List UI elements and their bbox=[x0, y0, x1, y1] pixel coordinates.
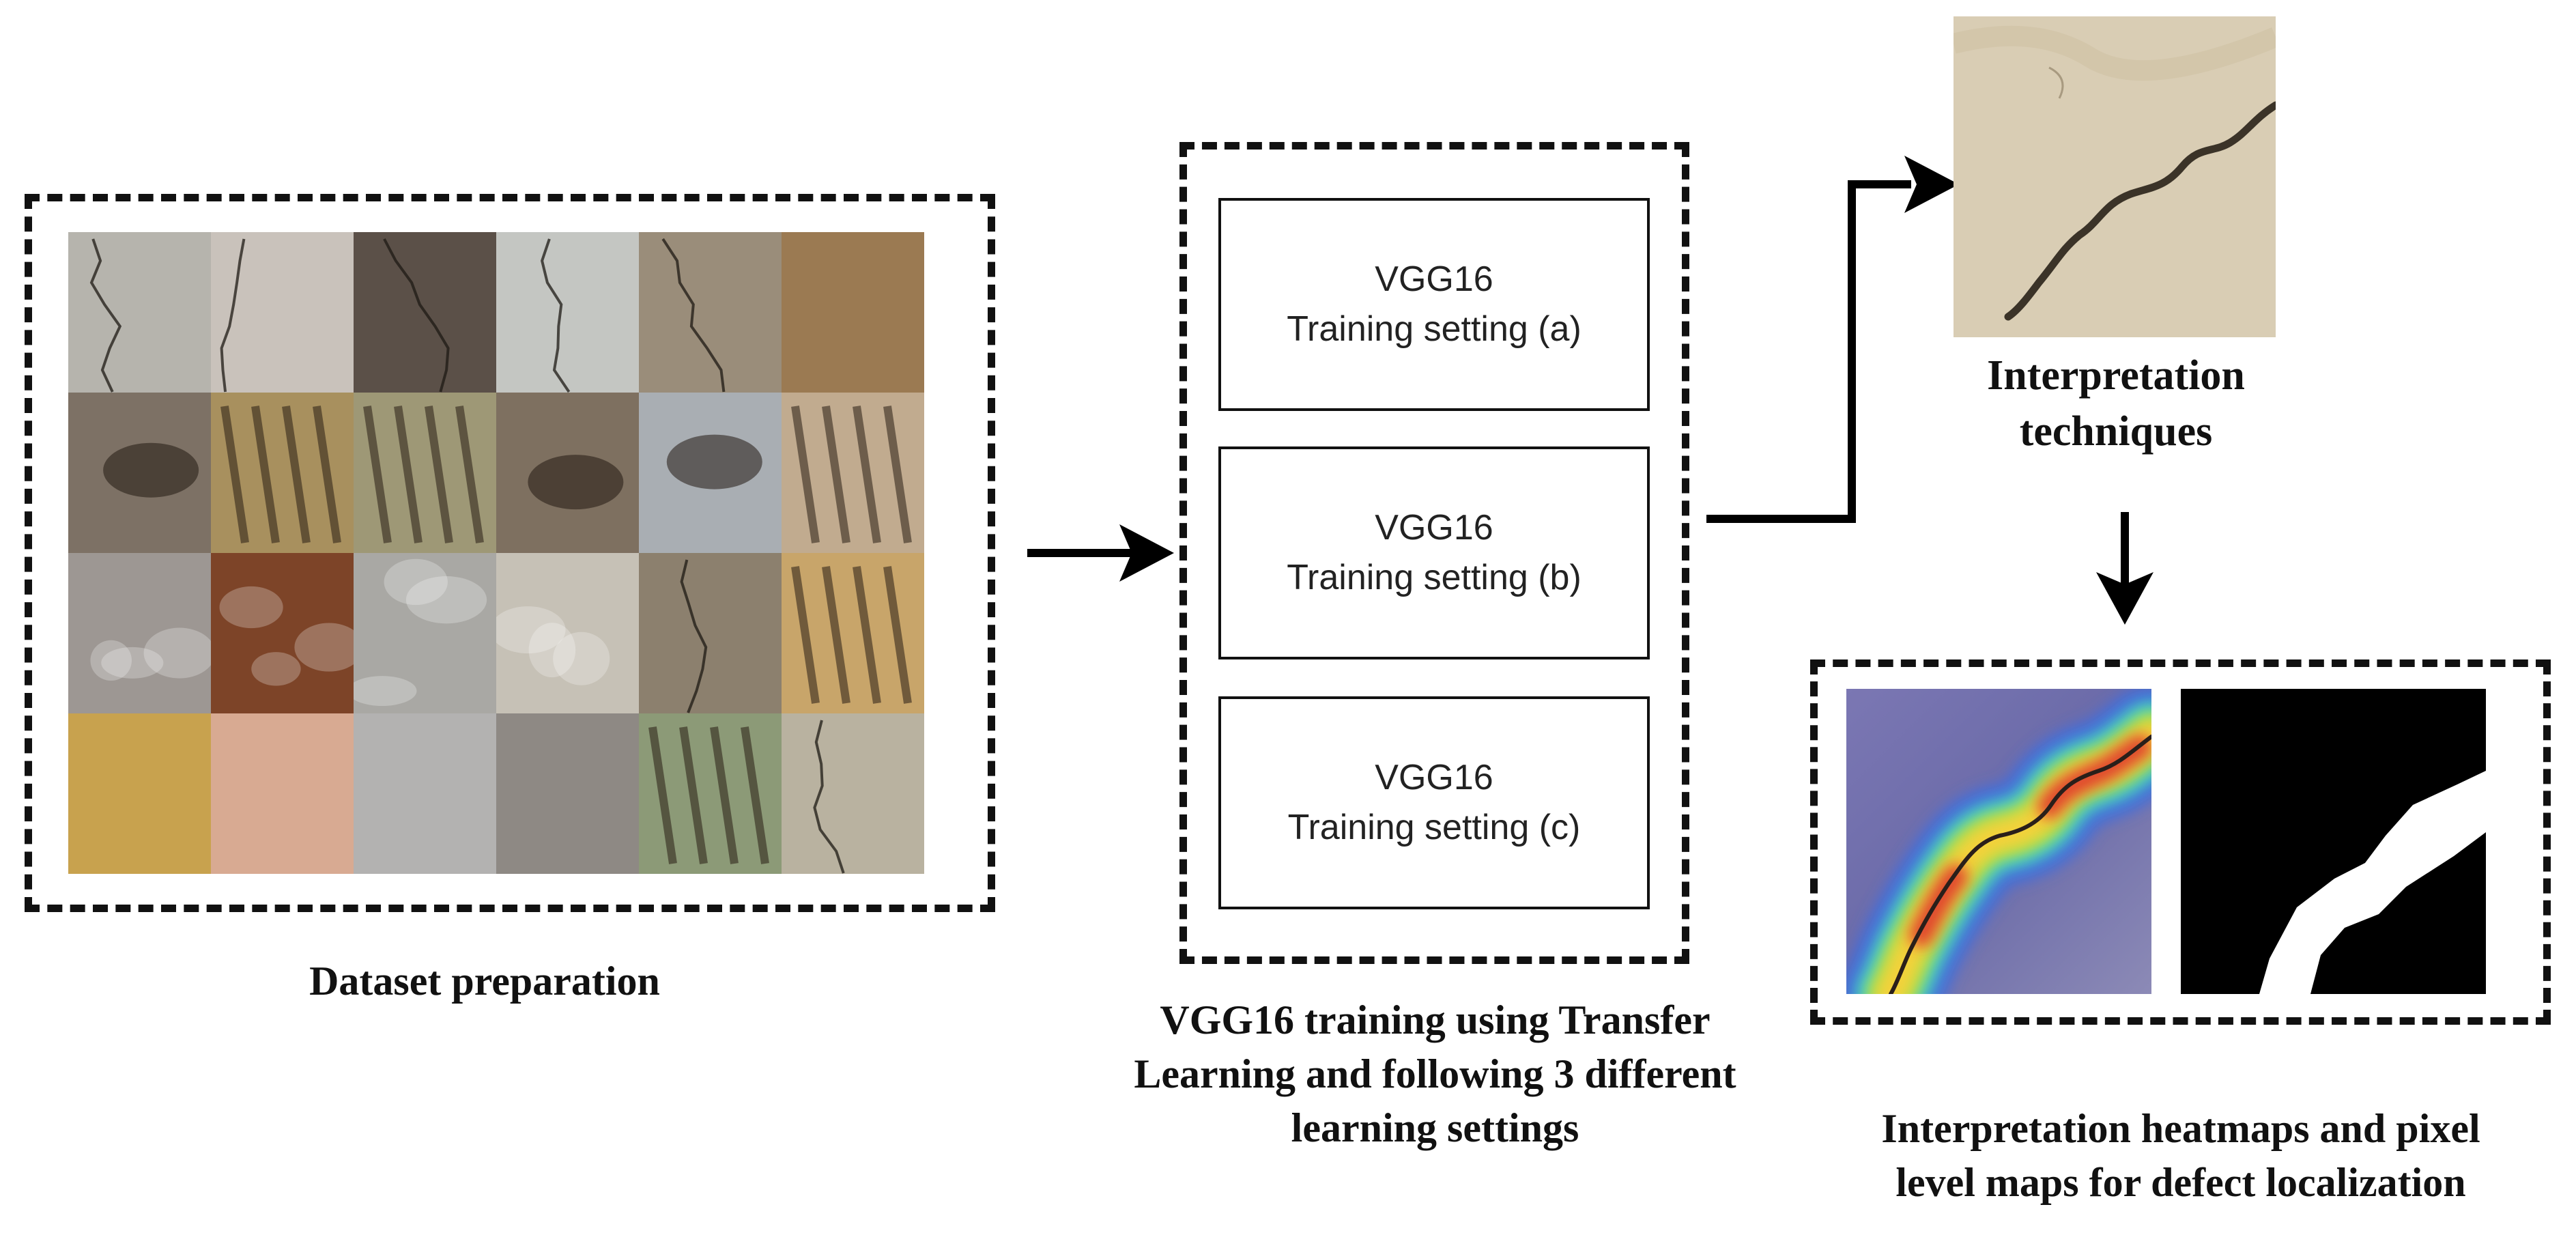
dataset-tile-texture bbox=[89, 238, 122, 393]
dataset-tile-texture bbox=[354, 713, 496, 874]
dataset-tile bbox=[68, 713, 211, 874]
output-caption-line-1: Interpretation heatmaps and pixel bbox=[1881, 1106, 2480, 1151]
arrow-training-to-interpretation bbox=[1706, 156, 1959, 523]
dataset-tile bbox=[496, 232, 639, 393]
dataset-tile bbox=[496, 553, 639, 713]
training-setting-b-box: VGG16 Training setting (b) bbox=[1218, 446, 1650, 659]
training-group-frame bbox=[1179, 142, 1689, 964]
dataset-tile bbox=[639, 713, 782, 874]
output-caption-line-2: level maps for defect localization bbox=[1895, 1160, 2466, 1206]
dataset-caption: Dataset preparation bbox=[309, 959, 660, 1004]
dataset-tile bbox=[639, 553, 782, 713]
dataset-tile-texture bbox=[661, 238, 726, 393]
heatmap-drawing bbox=[1846, 689, 2151, 994]
dataset-tile bbox=[211, 232, 354, 393]
interpretation-caption-line-1: Interpretation bbox=[1987, 352, 2245, 399]
dataset-tile bbox=[496, 713, 639, 874]
dataset-tile-texture bbox=[220, 238, 246, 393]
crack-line bbox=[2004, 101, 2276, 321]
training-setting-a-box: VGG16 Training setting (a) bbox=[1218, 198, 1650, 411]
training-caption-line-2: Learning and following 3 different bbox=[1134, 1051, 1736, 1097]
dataset-tile-texture bbox=[496, 713, 639, 874]
arrow-interpretation-to-output bbox=[2096, 512, 2153, 625]
dataset-tile-texture bbox=[383, 238, 450, 393]
dataset-tile-texture bbox=[68, 713, 211, 874]
dataset-tile-texture bbox=[528, 455, 624, 510]
dataset-tile bbox=[639, 393, 782, 553]
dataset-tile-texture bbox=[90, 627, 211, 681]
dataset-tile-texture bbox=[219, 586, 354, 686]
dataset-tile-texture bbox=[782, 232, 924, 393]
defect-mask bbox=[2259, 771, 2486, 994]
dataset-tile-texture bbox=[791, 406, 912, 543]
output-group-frame bbox=[1810, 659, 2551, 1025]
dataset-tile bbox=[211, 713, 354, 874]
dataset-tile bbox=[354, 713, 496, 874]
dataset-tile-texture bbox=[363, 406, 484, 543]
dataset-tile-texture bbox=[541, 238, 571, 393]
dataset-tile-texture bbox=[666, 434, 762, 489]
dataset-tile bbox=[782, 393, 924, 553]
training-setting-c-label: Training setting (c) bbox=[1287, 808, 1581, 847]
dataset-tile-texture bbox=[680, 559, 708, 713]
training-setting-b-model: VGG16 bbox=[1375, 508, 1493, 548]
dataset-tile bbox=[782, 553, 924, 713]
output-caption: Interpretation heatmaps and pixel level … bbox=[1788, 1102, 2573, 1210]
interpretation-caption-line-2: techniques bbox=[2019, 408, 2213, 455]
dataset-tile bbox=[639, 232, 782, 393]
dataset-tile-texture bbox=[791, 566, 912, 704]
dataset-tile bbox=[354, 393, 496, 553]
dataset-tile bbox=[354, 232, 496, 393]
dataset-tile bbox=[782, 232, 924, 393]
dataset-tile bbox=[68, 232, 211, 393]
dataset-tile-texture bbox=[354, 558, 487, 706]
training-setting-c-box: VGG16 Training setting (c) bbox=[1218, 696, 1650, 909]
interpretation-caption: Interpretation techniques bbox=[1911, 348, 2321, 460]
dataset-tile-texture bbox=[211, 713, 354, 874]
crack-sample-drawing bbox=[1954, 16, 2276, 337]
heatmap-image bbox=[1846, 689, 2151, 994]
dataset-tile bbox=[496, 393, 639, 553]
training-setting-c-model: VGG16 bbox=[1375, 758, 1493, 798]
dataset-tile bbox=[68, 553, 211, 713]
dataset-group-frame bbox=[25, 194, 995, 912]
training-caption-line-3: learning settings bbox=[1291, 1105, 1579, 1151]
dataset-tile bbox=[782, 713, 924, 874]
training-caption-line-1: VGG16 training using Transfer bbox=[1160, 997, 1711, 1042]
dataset-image-grid bbox=[68, 232, 924, 874]
dataset-tile-texture bbox=[813, 720, 845, 874]
training-setting-a-model: VGG16 bbox=[1375, 259, 1493, 300]
pixel-map-drawing bbox=[2181, 689, 2486, 994]
training-setting-b-label: Training setting (b) bbox=[1287, 558, 1582, 597]
pixel-level-map-image bbox=[2181, 689, 2486, 994]
dataset-tile-texture bbox=[220, 406, 341, 543]
dataset-tile-texture bbox=[103, 442, 199, 498]
arrow-dataset-to-training bbox=[1027, 524, 1174, 582]
dataset-tile bbox=[211, 393, 354, 553]
dataset-tile-texture bbox=[496, 606, 610, 685]
dataset-tile bbox=[354, 553, 496, 713]
dataset-tile bbox=[68, 393, 211, 553]
dataset-tile-texture bbox=[648, 726, 769, 864]
dataset-tile bbox=[211, 553, 354, 713]
training-setting-a-label: Training setting (a) bbox=[1287, 309, 1582, 349]
training-caption: VGG16 training using Transfer Learning a… bbox=[1024, 993, 1846, 1156]
interpretation-sample-image bbox=[1954, 16, 2276, 337]
